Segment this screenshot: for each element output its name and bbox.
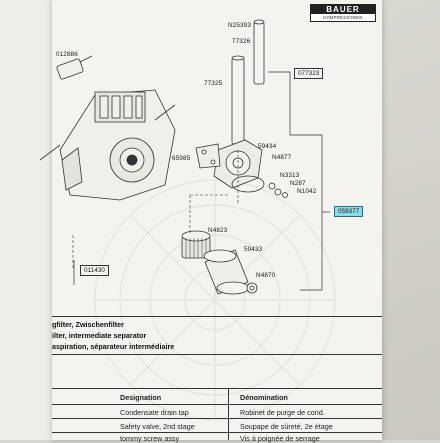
part-label-012886: 012886 xyxy=(56,51,78,58)
callout-059377-highlighted: 059377 xyxy=(334,206,364,217)
part-label-65985: 65985 xyxy=(172,155,191,162)
table-column-divider xyxy=(228,388,229,440)
title-french: aspiration, séparateur intermédiaire xyxy=(52,342,175,351)
table-row-designation: Safety valve, 2nd stage xyxy=(120,422,195,431)
callout-011430: 011430 xyxy=(80,265,109,276)
title-rule-top xyxy=(52,316,382,317)
parts-description-table: Designation Dénomination Condensate drai… xyxy=(52,388,382,443)
table-row-denomination: Robinet de purge de cond. xyxy=(240,408,325,417)
part-label-n4823: N4823 xyxy=(208,227,228,234)
title-german: gfilter, Zwischenfilter xyxy=(52,320,124,329)
callout-077323: 077323 xyxy=(294,68,324,79)
title-english: ilter, intermediate separator xyxy=(52,331,147,340)
brand-subtitle: KOMPRESSOREN xyxy=(323,15,363,20)
table-rule-3 xyxy=(52,432,382,433)
table-row-denomination: Vis à poignée de serrage xyxy=(240,434,320,443)
part-label-n287: N287 xyxy=(290,180,306,187)
part-label-n25393: N25393 xyxy=(228,22,251,29)
title-rule-bottom xyxy=(52,354,382,355)
part-label-n4870: N4870 xyxy=(256,272,276,279)
table-rule-2 xyxy=(52,418,382,419)
part-label-n1042: N1042 xyxy=(297,188,317,195)
header-designation: Designation xyxy=(120,393,162,402)
table-row-denomination: Soupape de sûreté, 2e étage xyxy=(240,422,333,431)
parts-sheet xyxy=(52,0,382,440)
brand-name: BAUER xyxy=(311,5,375,14)
part-label-n3313: N3313 xyxy=(280,172,300,179)
table-rule-header xyxy=(52,388,382,389)
part-label-77326: 77326 xyxy=(232,38,251,45)
part-label-77325: 77325 xyxy=(204,80,223,87)
part-label-59434: 59434 xyxy=(258,143,277,150)
table-row-designation: tommy screw assy xyxy=(120,434,180,443)
header-denomination: Dénomination xyxy=(240,393,288,402)
table-rule-1 xyxy=(52,404,382,405)
part-label-n4877: N4877 xyxy=(272,154,292,161)
part-label-59433: 59433 xyxy=(244,246,263,253)
table-row-designation: Condensate drain tap xyxy=(120,408,189,417)
bauer-brand-logo: BAUER KOMPRESSOREN xyxy=(310,4,376,22)
previous-page-edge xyxy=(0,0,52,440)
